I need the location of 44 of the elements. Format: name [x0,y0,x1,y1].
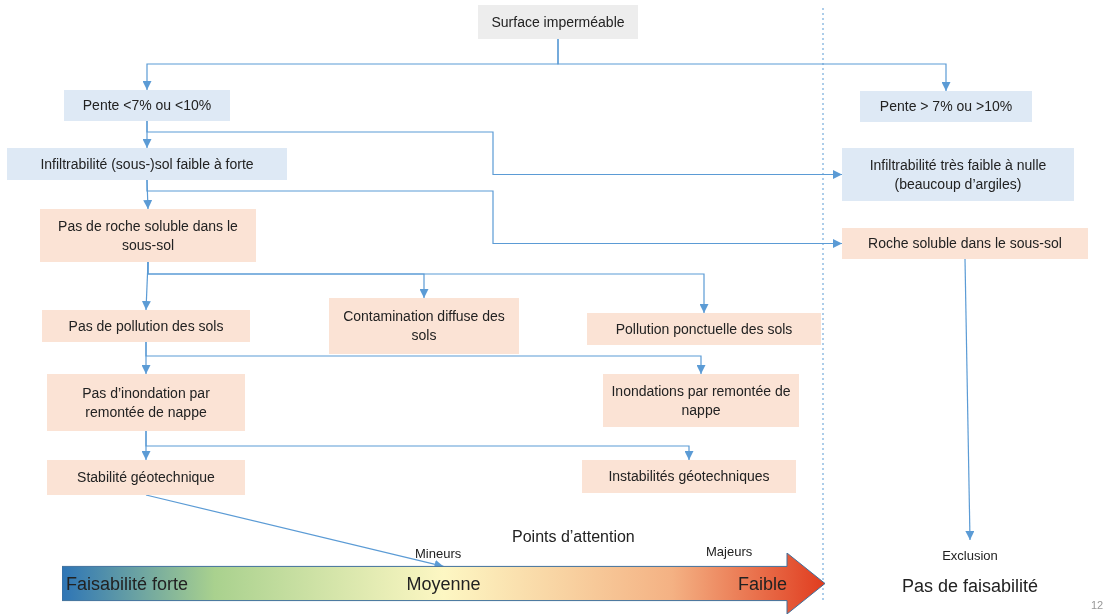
process-box [40,209,256,262]
box-label: Pas d’inondation par remontée de nappe [81,383,211,422]
box-label: Pente <7% ou <10% [82,96,212,115]
box-label: Contamination diffuse des sols [342,307,506,345]
box-label: Roche soluble dans le sous-sol [868,234,1062,253]
arrow [146,120,843,179]
box-label: Infiltrabilité très faible à nulle (beaucoup d’argiles) [868,155,1048,194]
box-label: Infiltrabilité (sous-)sol faible à forte [40,154,254,174]
process-box [47,374,245,431]
process-box [587,313,821,345]
arrow [147,261,709,314]
scale-label: Moyenne [405,572,482,595]
page-number: 12 [1091,599,1104,611]
process-box [64,90,230,121]
scale-label: Mineurs [415,546,462,561]
box-label: Stabilité géotechnique [77,468,215,487]
process-box [603,374,799,427]
box-label: Pente > 7% ou >10% [879,97,1013,116]
arrow [146,179,843,248]
box-label: Pollution ponctuelle des sols [615,319,793,339]
process-box [7,148,287,180]
box-label: Instabilités géotechniques [608,467,770,486]
outcome-caption: Exclusion [942,547,998,565]
process-box [842,228,1088,259]
arrow [145,341,706,375]
attention-heading: Points d’attention [512,528,635,546]
box-label: Surface imperméable [491,12,625,32]
box-label: Pas de pollution des sols [68,316,224,336]
process-box [42,310,250,342]
scale-label: Faisabilité forte [66,572,189,595]
process-box [860,91,1032,122]
process-box [47,460,245,495]
process-box [329,298,519,354]
scale-label: Faible [736,572,787,595]
scale-label: Majeurs [706,544,753,559]
process-box [582,460,796,493]
arrow [964,258,975,541]
process-box [478,5,638,39]
box-label: Pas de roche soluble dans le sous-sol [57,216,239,255]
arrow [145,430,694,461]
outcome-text: Pas de faisabilité [901,577,1039,596]
box-label: Inondations par remontée de nappe [611,381,791,420]
arrow [557,38,951,92]
process-box [842,148,1074,201]
